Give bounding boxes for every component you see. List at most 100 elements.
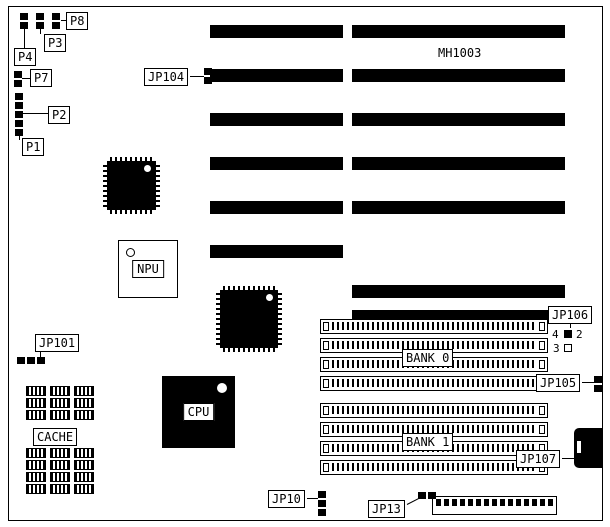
p7-jumper [14,71,22,87]
jp107-label: JP107 [516,450,561,468]
socket-clip [323,406,329,415]
simm-socket [320,403,548,418]
jumper-pin [20,22,28,29]
npu-socket: NPU [118,240,178,298]
jp104-jumper [204,68,212,84]
board-outline [8,6,603,521]
socket-clip [539,360,545,369]
chip-pin-row [156,164,160,207]
jumper-pin [27,357,35,364]
pin1-dot [144,165,151,172]
jumper-pin [418,492,426,499]
connector-line [61,20,66,21]
jp107-jumper [576,453,594,460]
isa-slot [352,113,565,126]
socket-clip [323,444,329,453]
connector-line [40,29,41,34]
chip-pin-row [110,157,153,161]
qfp-chip [103,157,160,214]
keyboard-connector [574,428,603,468]
pin1-dot [266,294,273,301]
p8-label: P8 [66,12,89,30]
jp106-label: JP106 [548,306,593,324]
cpu-chip: CPU [162,376,235,448]
p1-label: P1 [22,138,45,156]
isa-slot [352,285,565,298]
bank1-label: BANK 1 [402,433,454,451]
connector-line [24,29,25,48]
cache-socket [50,448,70,458]
socket-clip [323,322,329,331]
pin1-dot [217,383,227,393]
jumper-pin [318,500,326,507]
jp106-pin-open [564,344,572,352]
socket-clip [323,463,329,472]
jumper-pin [15,93,23,100]
simm-socket [320,460,548,475]
socket-pins [332,463,536,471]
jumper-pin [20,13,28,20]
chip-pin-row [223,348,275,352]
qfp-chip [216,286,282,352]
jumper-pin [15,129,23,136]
socket-clip [323,379,329,388]
socket-clip [323,360,329,369]
isa-slot [210,245,343,258]
jp106-pins: 4 2 3 [552,328,596,356]
p7-label: P7 [30,69,53,87]
isa-slot [352,25,565,38]
simm-socket [320,319,548,334]
connector-line [562,458,576,459]
isa-slot [210,113,343,126]
jumper-pin [15,120,23,127]
cache-socket [26,386,46,396]
cache-label: CACHE [33,428,78,446]
header-pins [436,499,553,506]
isa-slot [352,201,565,214]
p4-jumper [20,13,28,29]
p1-p2-pin-header [15,93,23,136]
jumper-pin [204,77,212,84]
socket-clip [323,341,329,350]
jp106-pin-filled [564,330,572,338]
cache-socket [26,472,46,482]
isa-slot [352,69,565,82]
cache-socket [50,472,70,482]
socket-clip [539,425,545,434]
jp104-label: JP104 [144,68,189,86]
jp101-jumper [17,357,45,364]
socket-pins [332,425,536,433]
jp106-pin3-number: 3 [553,342,560,355]
jp105-jumper [594,376,602,392]
socket-pins [332,341,536,349]
jp13-label: JP13 [368,500,405,518]
jumper-pin [14,71,22,78]
jumper-pin [36,13,44,20]
simm-socket [320,376,548,391]
part-number-text: MH1003 [438,46,482,60]
p8-jumper [52,13,60,29]
jumper-pin [15,111,23,118]
jumper-pin [52,13,60,20]
bank0-label: BANK 0 [402,349,454,367]
cache-socket [50,410,70,420]
connector-line [570,323,571,328]
cache-socket [50,398,70,408]
isa-slot [210,201,343,214]
jumper-pin [36,22,44,29]
cache-socket [26,398,46,408]
cache-socket [26,484,46,494]
jp10-label: JP10 [268,490,305,508]
jumper-pin [586,453,594,460]
jumper-pin [17,357,25,364]
cache-socket [50,386,70,396]
connector-line [23,113,48,114]
chip-pin-row [216,293,220,345]
socket-pins [332,322,536,330]
connector-line [582,382,594,383]
jumper-pin [318,509,326,516]
connector-notch [577,441,581,455]
jumper-pin [15,102,23,109]
socket-pins [332,406,536,414]
